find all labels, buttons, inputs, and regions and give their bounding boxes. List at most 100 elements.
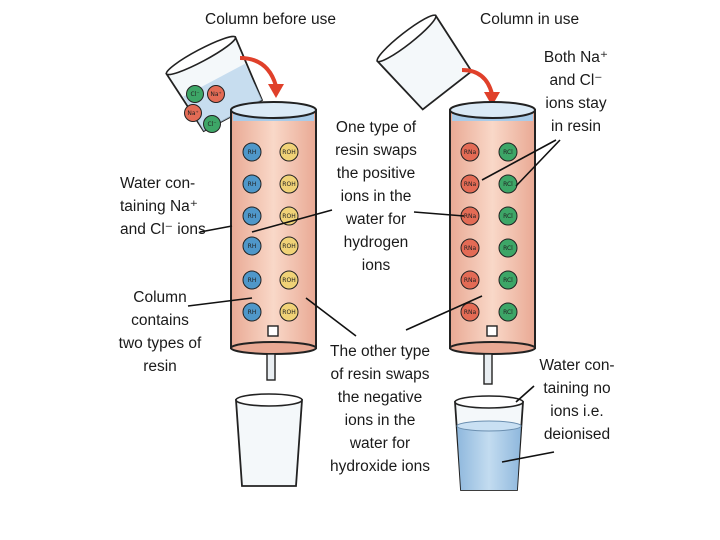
svg-text:two types of: two types of — [119, 335, 202, 352]
svg-text:deionised: deionised — [544, 426, 610, 443]
deionised-water — [457, 426, 521, 490]
label-other-type-resin: The other type of resin swaps the negati… — [330, 343, 430, 475]
hydrogen-resin-label: RH — [248, 309, 257, 316]
svg-text:ions in the: ions in the — [345, 412, 416, 429]
hydroxide-resin-label: ROH — [282, 309, 295, 316]
hydrogen-resin-bead — [242, 206, 262, 226]
svg-text:ions i.e.: ions i.e. — [550, 403, 603, 420]
sodium-resin-label: RNa — [464, 277, 477, 284]
bead-row: RH ROH — [242, 142, 299, 162]
left-column — [230, 101, 317, 381]
svg-text:the positive: the positive — [337, 165, 415, 182]
leader-line — [405, 295, 483, 331]
chloride-ion-label: Cl⁻ — [190, 91, 199, 98]
svg-text:taining Na⁺: taining Na⁺ — [120, 198, 198, 215]
svg-text:Both Na⁺: Both Na⁺ — [544, 49, 608, 66]
right-pouring-beaker — [376, 14, 473, 111]
leader-line — [515, 385, 535, 403]
chloride-resin-bead — [498, 270, 518, 290]
svg-text:of resin swaps: of resin swaps — [330, 366, 429, 383]
chloride-ion-bead — [186, 85, 204, 103]
leader-line — [251, 209, 333, 233]
hydroxide-resin-bead — [279, 302, 299, 322]
chloride-resin-label: RCl — [503, 149, 513, 156]
outlet-tube — [266, 353, 276, 381]
hydrogen-resin-label: RH — [248, 213, 257, 220]
chloride-resin-label: RCl — [503, 277, 513, 284]
hydroxide-resin-bead — [279, 142, 299, 162]
bead-row: RH ROH — [242, 206, 299, 226]
hydrogen-resin-bead — [242, 270, 262, 290]
outlet-tube — [483, 353, 493, 385]
leader-line — [187, 297, 253, 307]
sodium-ion-bead — [184, 104, 202, 122]
bead-row: RNa RCl — [460, 302, 518, 322]
leader-line — [413, 211, 465, 217]
leader-line — [305, 297, 357, 337]
label-one-type-resin: One type of resin swaps the positive ion… — [335, 119, 417, 274]
left-collection-beaker — [235, 393, 303, 487]
sodium-resin-bead — [460, 270, 480, 290]
chloride-resin-label: RCl — [503, 181, 513, 188]
bead-row: RNa RCl — [460, 270, 518, 290]
hydroxide-resin-label: ROH — [282, 149, 295, 156]
hydroxide-resin-bead — [279, 236, 299, 256]
column-outlet — [267, 325, 279, 337]
hydroxide-resin-bead — [279, 174, 299, 194]
label-column-contains: Column contains two types of resin — [119, 289, 202, 375]
bead-row: RH ROH — [242, 270, 299, 290]
hydroxide-resin-label: ROH — [282, 277, 295, 284]
svg-text:Column: Column — [133, 289, 186, 306]
bead-row: RH ROH — [242, 174, 299, 194]
sodium-resin-bead — [460, 142, 480, 162]
sodium-resin-label: RNa — [464, 213, 477, 220]
leader-line — [199, 225, 233, 233]
chloride-resin-label: RCl — [503, 213, 513, 220]
pour-arrowhead-icon — [268, 84, 284, 98]
chloride-resin-bead — [498, 238, 518, 258]
svg-text:ions in the: ions in the — [341, 188, 412, 205]
label-water-containing-ions: Water con- taining Na⁺ and Cl⁻ ions — [120, 175, 206, 238]
svg-text:resin: resin — [143, 358, 177, 375]
svg-text:Water con-: Water con- — [120, 175, 195, 192]
pour-arrowhead-icon — [484, 92, 500, 106]
sodium-resin-bead — [460, 174, 480, 194]
svg-text:Water con-: Water con- — [539, 357, 614, 374]
svg-text:ions: ions — [362, 257, 391, 274]
chloride-resin-label: RCl — [503, 245, 513, 252]
hydrogen-resin-label: RH — [248, 149, 257, 156]
svg-text:The other type: The other type — [330, 343, 430, 360]
svg-text:One type of: One type of — [336, 119, 417, 136]
right-bead-stack: RNa RCl RNa RCl RNa RCl RNa RCl RNa RCl — [460, 142, 518, 322]
right-collection-beaker — [454, 395, 524, 491]
sodium-ion-label: Na⁺ — [187, 110, 198, 117]
title-in-use: Column in use — [480, 11, 579, 28]
sodium-resin-label: RNa — [464, 149, 477, 156]
chloride-ion-label: Cl⁻ — [207, 121, 216, 128]
pour-arrow-icon — [461, 68, 494, 95]
sodium-resin-bead — [460, 238, 480, 258]
sodium-ion-label: Na⁺ — [210, 91, 221, 98]
hydrogen-resin-bead — [242, 236, 262, 256]
svg-text:hydroxide ions: hydroxide ions — [330, 458, 430, 475]
hydrogen-resin-label: RH — [248, 181, 257, 188]
svg-text:and Cl⁻: and Cl⁻ — [550, 72, 603, 89]
chloride-ion-bead — [203, 115, 221, 133]
hydroxide-resin-bead — [279, 270, 299, 290]
hydrogen-resin-label: RH — [248, 243, 257, 250]
svg-text:resin swaps: resin swaps — [335, 142, 417, 159]
bead-row: RNa RCl — [460, 174, 518, 194]
chloride-resin-bead — [498, 302, 518, 322]
column-outlet — [486, 325, 498, 337]
hydroxide-resin-label: ROH — [282, 213, 295, 220]
left-bead-stack: RH ROH RH ROH RH ROH RH ROH RH ROH — [242, 142, 299, 322]
svg-text:hydrogen: hydrogen — [344, 234, 409, 251]
sodium-resin-label: RNa — [464, 181, 477, 188]
sodium-resin-label: RNa — [464, 309, 477, 316]
leader-line — [481, 139, 557, 181]
sodium-resin-bead — [460, 302, 480, 322]
svg-text:the negative: the negative — [338, 389, 422, 406]
sodium-resin-label: RNa — [464, 245, 477, 252]
leader-line — [501, 451, 555, 463]
